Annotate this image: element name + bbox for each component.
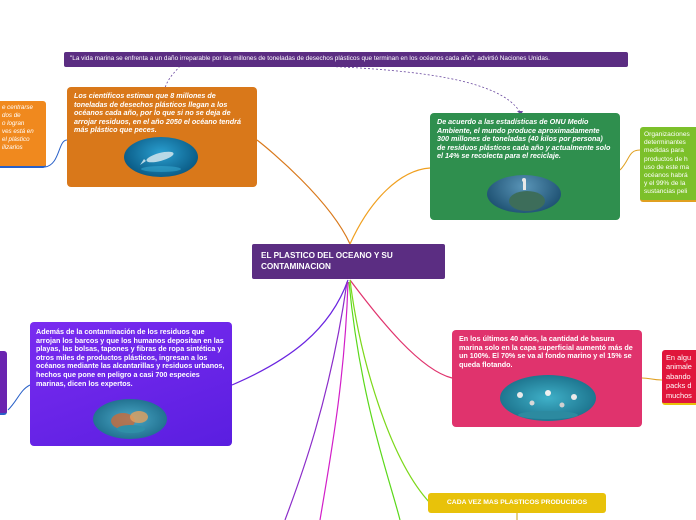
connector-animals (641, 377, 663, 381)
diver-image (487, 175, 561, 213)
reef-image (500, 375, 596, 421)
central-title: EL PLASTICO DEL OCEANO Y SU CONTAMINACIO… (261, 251, 393, 271)
more-plastic-text: CADA VEZ MAS PLASTICOS PRODUCIDOS (446, 499, 588, 506)
left-partial-text: e centrarse dos de o logran ves está en … (2, 104, 34, 151)
top-quote-text: "La vida marina se enfrenta a un daño ir… (70, 55, 550, 62)
contamination-node[interactable]: Además de la contaminación de los residu… (30, 322, 232, 446)
central-node[interactable]: EL PLASTICO DEL OCEANO Y SU CONTAMINACIO… (252, 244, 445, 279)
connector-bottom-green (348, 281, 401, 520)
organizations-node[interactable]: Organizaciones determinantes medidas par… (640, 127, 696, 202)
relation-quote-scientists (164, 65, 181, 89)
left-partial-node[interactable]: e centrarse dos de o logran ves está en … (0, 101, 46, 168)
connector-organizations (619, 149, 641, 171)
relation-quote-statistics (319, 65, 521, 113)
top-quote-node[interactable]: "La vida marina se enfrenta a un daño ir… (64, 52, 628, 67)
more-plastic-node[interactable]: CADA VEZ MAS PLASTICOS PRODUCIDOS (428, 493, 606, 513)
connector-forty-years (349, 279, 453, 379)
organizations-text: Organizaciones determinantes medidas par… (644, 131, 690, 196)
connector-bottom-purple (284, 281, 348, 520)
connector-left-partial (44, 139, 68, 168)
connector-statistics (349, 167, 431, 245)
connector-scientists (256, 139, 351, 245)
fish-school-image (93, 399, 167, 439)
statistics-node[interactable]: De acuerdo a las estadísticas de ONU Med… (430, 113, 620, 220)
animals-text: En algu animale abando packs d muchos (666, 353, 692, 400)
connector-bottom-magenta (319, 281, 349, 520)
animals-node[interactable]: En algu animale abando packs d muchos (662, 350, 696, 405)
forty-years-text: En los últimos 40 años, la cantidad de b… (459, 334, 633, 369)
scientists-node[interactable]: Los científicos estiman que 8 millones d… (67, 87, 257, 187)
connector-more-plastic (349, 279, 431, 504)
left-edge-partial-node[interactable] (0, 351, 7, 415)
scientists-text: Los científicos estiman que 8 millones d… (74, 91, 241, 135)
connector-contamination (231, 279, 349, 386)
connector-contamination-left (7, 384, 31, 411)
contamination-text: Además de la contaminación de los residu… (36, 327, 225, 388)
statistics-text: De acuerdo a las estadísticas de ONU Med… (437, 117, 611, 161)
dolphin-image (124, 137, 198, 177)
forty-years-node[interactable]: En los últimos 40 años, la cantidad de b… (452, 330, 642, 427)
